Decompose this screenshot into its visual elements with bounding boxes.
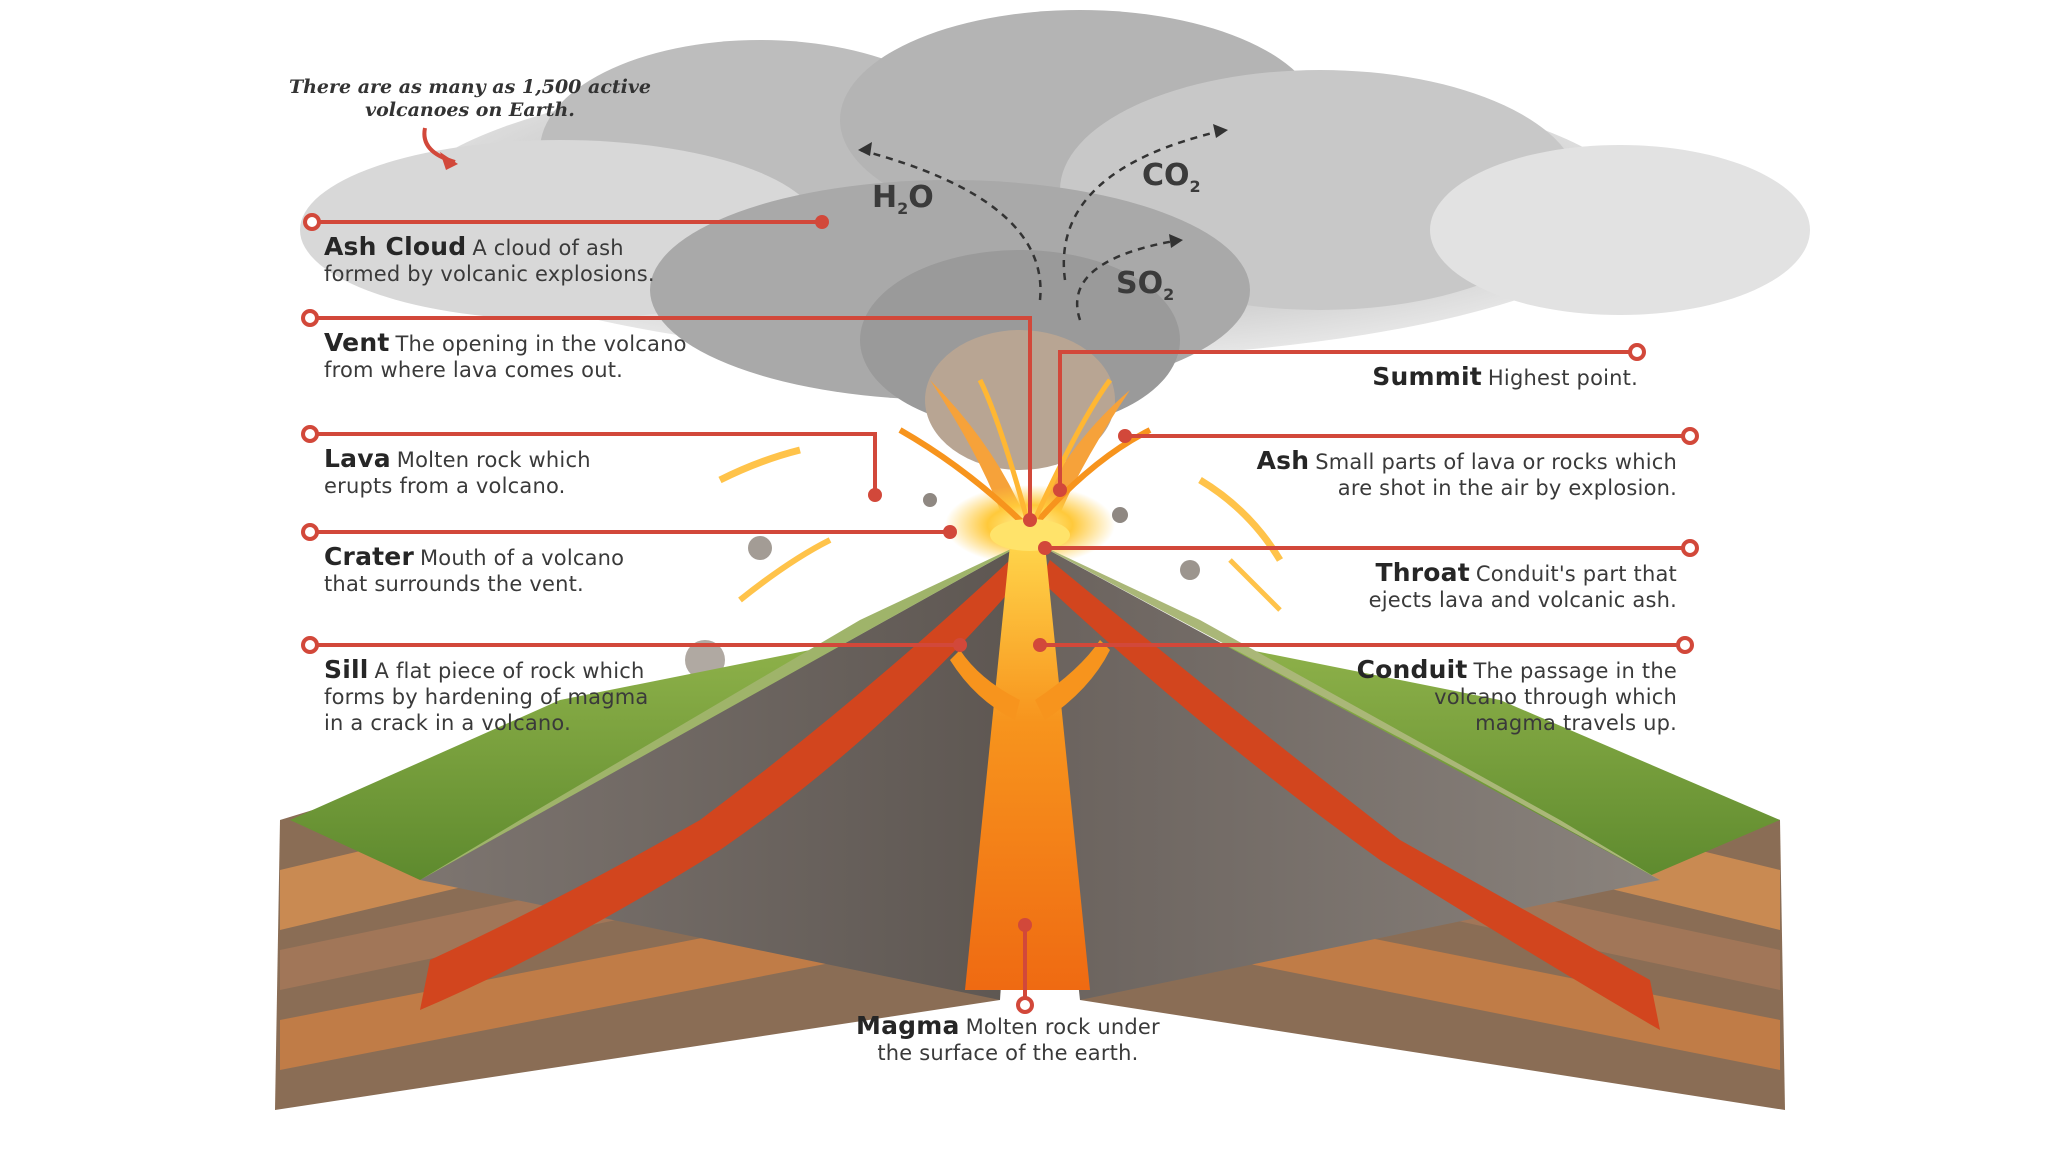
desc-vent-1: The opening in the volcano <box>395 332 687 356</box>
leader-end-circles <box>301 213 1699 1014</box>
desc-ash-cloud-2: formed by volcanic explosions. <box>324 262 655 286</box>
leader-tip-dots <box>815 215 1132 932</box>
desc-conduit-3: magma travels up. <box>1475 711 1677 735</box>
desc-sill-2: forms by hardening of magma <box>324 685 649 709</box>
eruption-fountain <box>685 378 1284 680</box>
desc-crater-2: that surrounds the vent. <box>324 572 584 596</box>
desc-throat-2: ejects lava and volcanic ash. <box>1368 588 1677 612</box>
gas-arrowheads <box>858 124 1228 248</box>
term-ash: Ash <box>1256 446 1310 475</box>
term-throat: Throat <box>1375 558 1470 587</box>
term-ash-cloud: Ash Cloud <box>324 232 467 261</box>
note-arrowhead-icon <box>440 152 458 170</box>
desc-lava-2: erupts from a volcano. <box>324 474 566 498</box>
gas-label-h2o: H2O <box>872 180 934 218</box>
desc-lava-1: Molten rock which <box>396 448 591 472</box>
gas-label-so2: SO2 <box>1116 266 1175 304</box>
term-conduit: Conduit <box>1356 655 1468 684</box>
desc-crater-1: Mouth of a volcano <box>419 546 625 570</box>
desc-magma-1: Molten rock under <box>965 1015 1160 1039</box>
term-magma: Magma <box>856 1011 960 1040</box>
desc-vent-2: from where lava comes out. <box>324 358 624 382</box>
leader-summit <box>1058 350 1637 490</box>
volcano-count-note: There are as many as 1,500 active volcan… <box>288 76 652 121</box>
ash-cloud <box>300 10 1810 470</box>
desc-sill-1: A flat piece of rock which <box>374 659 645 683</box>
desc-sill-3: in a crack in a volcano. <box>324 711 571 735</box>
desc-magma-2: the surface of the earth. <box>877 1041 1139 1065</box>
desc-summit-1: Highest point. <box>1487 366 1638 390</box>
gas-label-co2: CO2 <box>1142 158 1201 196</box>
leader-lava <box>310 432 877 495</box>
term-crater: Crater <box>324 542 414 571</box>
volcano-cone <box>420 519 1660 1030</box>
leader-lines <box>310 220 1690 1005</box>
desc-ash-2: are shot in the air by explosion. <box>1337 476 1677 500</box>
leader-vent <box>310 316 1032 520</box>
desc-conduit-2: volcano through which <box>1434 685 1677 709</box>
desc-throat-1: Conduit's part that <box>1475 562 1677 586</box>
term-sill: Sill <box>324 655 369 684</box>
term-vent: Vent <box>324 328 390 357</box>
term-summit: Summit <box>1372 362 1482 391</box>
gas-arrows <box>859 128 1226 321</box>
desc-conduit-1: The passage in the <box>1473 659 1677 683</box>
term-lava: Lava <box>324 444 391 473</box>
desc-ash-cloud-1: A cloud of ash <box>472 236 624 260</box>
desc-ash-1: Small parts of lava or rocks which <box>1315 450 1677 474</box>
